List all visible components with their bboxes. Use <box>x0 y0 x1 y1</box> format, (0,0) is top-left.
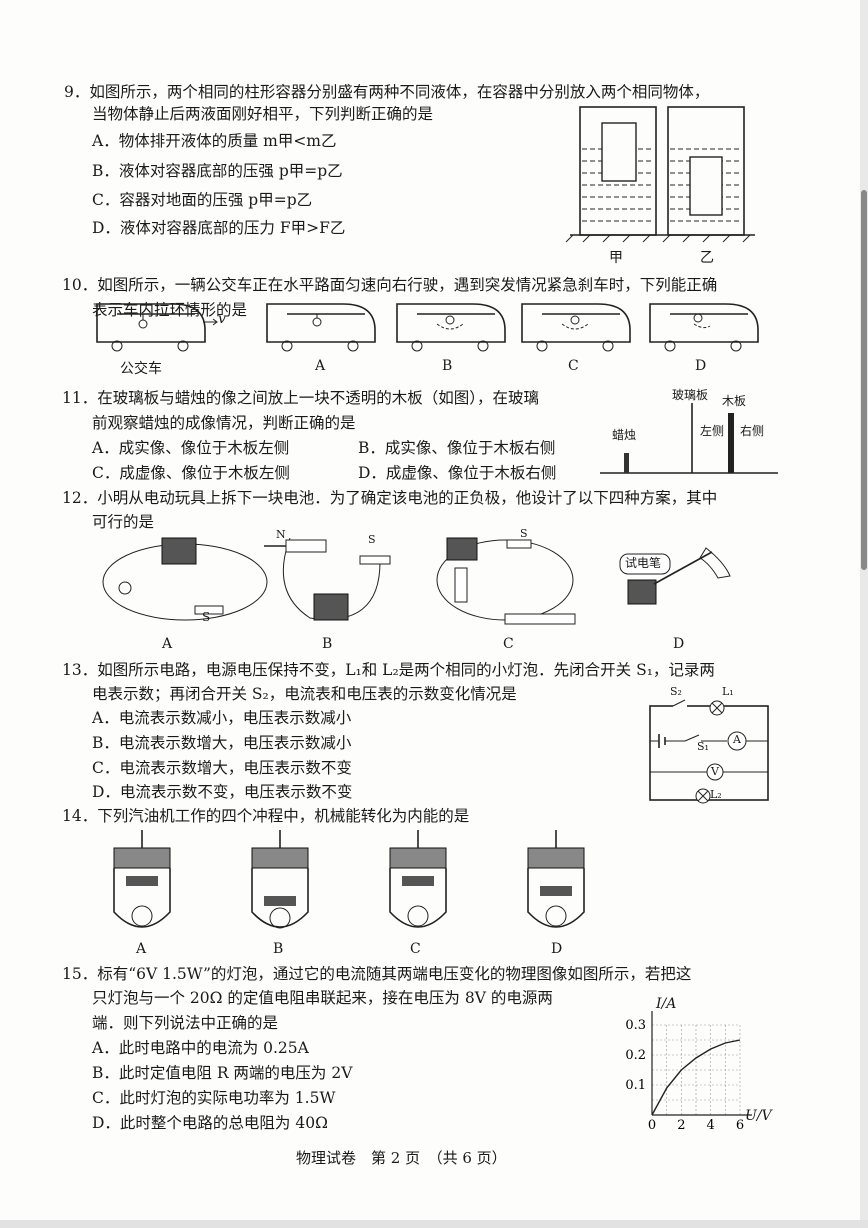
chart-ylabel: I/A <box>656 996 677 1012</box>
q11-label-board: 木板 <box>722 394 747 408</box>
q14-label-b: B <box>273 941 284 957</box>
chart-y-tick: 0.1 <box>625 1078 646 1093</box>
q9-label-yi: 乙 <box>700 250 714 266</box>
q13-label-l1: L₁ <box>722 685 734 698</box>
q10-label-d: D <box>695 358 707 374</box>
q10-label-c: C <box>568 358 579 374</box>
q9-stem-line1: 9．如图所示，两个相同的柱形容器分别盛有两种不同液体，在容器中分别放入两个相同物… <box>64 83 710 101</box>
q12-label-b: B <box>322 636 333 652</box>
q13-option-a: A．电流表示数减小，电压表示数减小 <box>92 709 352 727</box>
bottom-edge <box>0 1220 868 1228</box>
page-edge <box>860 0 868 1228</box>
q13-label-s2: S₂ <box>670 685 682 698</box>
q9-option-c: C．容器对地面的压强 p甲=p乙 <box>92 191 313 209</box>
q13-stem-line1: 13．如图所示电路，电源电压保持不变，L₁和 L₂是两个相同的小灯泡．先闭合开关… <box>62 661 715 679</box>
q15-option-b: B．此时定值电阻 R 两端的电压为 2V <box>92 1064 353 1082</box>
scrollbar[interactable] <box>861 190 867 570</box>
q14-engine-figures <box>113 830 585 929</box>
q11-stem-line2: 前观察蜡烛的成像情况，判断正确的是 <box>92 414 356 432</box>
q12-label-n: N <box>276 528 286 541</box>
q14-stem: 14．下列汽油机工作的四个冲程中，机械能转化为内能的是 <box>62 807 470 825</box>
q14-label-c: C <box>410 941 421 957</box>
q11-label-right: 右侧 <box>740 424 765 438</box>
q13-label-l2: L₂ <box>710 788 722 801</box>
q12-stem-line2: 可行的是 <box>92 513 155 531</box>
q11-stem-line1: 11．在玻璃板与蜡烛的像之间放上一块不透明的木板（如图），在玻璃 <box>62 389 539 407</box>
q14-label-a: A <box>136 941 147 957</box>
q9-containers-figure <box>565 106 755 243</box>
q12-label-s-c: S <box>520 527 528 540</box>
q11-label-left: 左侧 <box>700 424 725 438</box>
chart-series-line <box>651 1039 741 1116</box>
q10-label-bus: 公交车 <box>120 361 162 377</box>
q13-circuit-figure <box>649 699 769 804</box>
q12-label-s-b: S <box>368 533 376 546</box>
page-footer: 物理试卷 第 2 页 （共 6 页） <box>296 1149 507 1167</box>
q13-stem-line2: 电表示数；再闭合开关 S₂，电流表和电压表的示数变化情况是 <box>92 685 517 703</box>
chart-x-tick: 2 <box>677 1118 685 1133</box>
q15-stem-line2: 只灯泡与一个 20Ω 的定值电阻串联起来，接在电压为 8V 的电源两 <box>92 989 553 1007</box>
q12-circuit-figures <box>102 537 731 625</box>
q11-option-a: A．成实像、像位于木板左侧 <box>92 439 290 457</box>
q11-option-c: C．成虚像、像位于木板左侧 <box>92 464 290 482</box>
q10-label-b: B <box>442 358 453 374</box>
q11-label-candle: 蜡烛 <box>612 428 637 442</box>
q13-label-ammeter: A <box>733 733 741 746</box>
chart-y-tick: 0.2 <box>625 1048 646 1063</box>
q10-label-a: A <box>315 358 326 374</box>
q13-label-s1: S₁ <box>697 740 709 753</box>
q15-option-a: A．此时电路中的电流为 0.25A <box>92 1039 309 1057</box>
q9-option-b: B．液体对容器底部的压强 p甲=p乙 <box>92 162 343 180</box>
q15-stem-line1: 15．标有“6V 1.5W”的灯泡，通过它的电流随其两端电压变化的物理图像如图所… <box>62 965 692 983</box>
chart-x-tick: 4 <box>707 1118 715 1133</box>
q10-velocity-label: v <box>218 311 226 327</box>
q10-stem-line1: 10．如图所示，一辆公交车正在水平路面匀速向右行驶，遇到突发情况紧急刹车时，下列… <box>62 276 718 294</box>
q11-mirror-figure <box>600 403 778 474</box>
q15-iv-chart: 0 2 4 6 0.1 0.2 0.3 <box>625 1011 752 1133</box>
q13-option-b: B．电流表示数增大，电压表示数减小 <box>92 734 352 752</box>
q11-option-d: D．成虚像、像位于木板右侧 <box>358 464 557 482</box>
q14-label-d: D <box>551 941 563 957</box>
q10-bus-figures <box>96 303 759 352</box>
q12-label-c: C <box>503 636 514 652</box>
chart-x-tick: 0 <box>648 1118 656 1133</box>
q12-label-a: A <box>162 636 173 652</box>
q11-label-glass: 玻璃板 <box>672 388 709 402</box>
q13-option-c: C．电流表示数增大，电压表示数不变 <box>92 759 352 777</box>
q12-label-s-a: S <box>202 610 211 624</box>
q9-option-a: A．物体排开液体的质量 m甲<m乙 <box>92 132 337 150</box>
chart-x-tick: 6 <box>736 1118 744 1133</box>
q12-label-d: D <box>673 636 685 652</box>
q9-stem-line2: 当物体静止后两液面刚好相平，下列判断正确的是 <box>92 105 434 123</box>
q12-stem-line1: 12．小明从电动玩具上拆下一块电池．为了确定该电池的正负极，他设计了以下四种方案… <box>62 489 718 507</box>
q12-label-pen: 试电笔 <box>625 556 662 570</box>
q15-stem-line3: 端．则下列说法中正确的是 <box>92 1014 279 1032</box>
chart-y-tick: 0.3 <box>625 1018 646 1033</box>
q15-option-d: D．此时整个电路的总电阻为 40Ω <box>92 1114 328 1132</box>
q15-option-c: C．此时灯泡的实际电功率为 1.5W <box>92 1089 336 1107</box>
q13-option-d: D．电流表示数不变，电压表示数不变 <box>92 783 353 801</box>
q9-label-jia: 甲 <box>609 250 623 266</box>
chart-xlabel: U/V <box>745 1108 772 1124</box>
q11-option-b: B．成实像、像位于木板右侧 <box>358 439 556 457</box>
q13-label-voltmeter: V <box>711 765 719 778</box>
q9-option-d: D．液体对容器底部的压力 F甲>F乙 <box>92 219 346 237</box>
